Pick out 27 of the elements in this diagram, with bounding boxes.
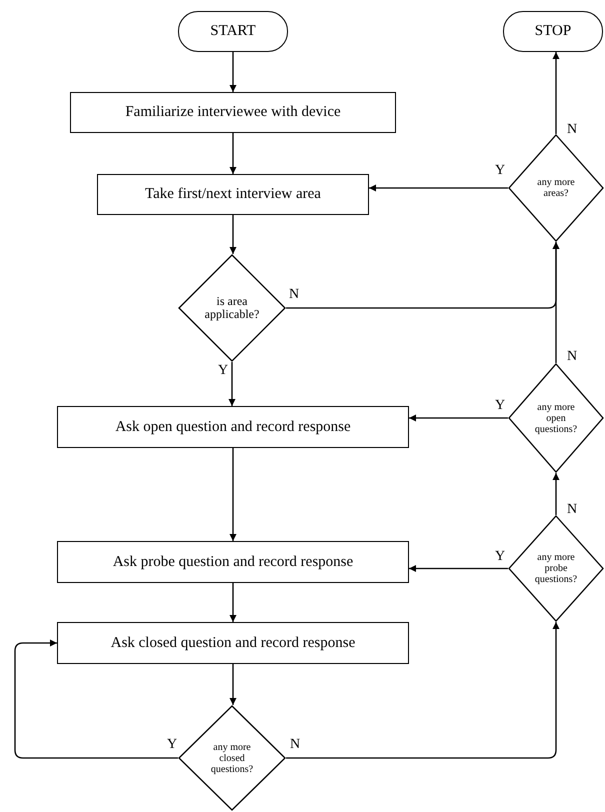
arrow: [230, 133, 236, 174]
decision-text: any more probe questions?: [534, 552, 578, 585]
arrow: [14, 640, 178, 759]
arrow: [409, 414, 508, 422]
process-box: Ask probe question and record response: [57, 541, 409, 583]
decision-text: is area applicable?: [204, 294, 260, 322]
arrow: [552, 473, 560, 515]
decision-text: any more closed questions?: [210, 742, 254, 774]
arrow: [286, 622, 560, 759]
process-box: Take first/next interview area: [97, 174, 369, 215]
arrow: [552, 242, 560, 363]
arrow: [230, 664, 236, 705]
arrow: [228, 362, 236, 406]
arrow: [230, 583, 236, 622]
arrow: [230, 52, 236, 92]
arrow: [409, 565, 508, 572]
terminal-box: START: [178, 11, 288, 52]
terminal-box: STOP: [503, 11, 603, 52]
process-box: Ask open question and record response: [57, 406, 409, 448]
arrow: [552, 52, 560, 134]
process-box: Familiarize interviewee with device: [70, 92, 396, 133]
process-box: Ask closed question and record response: [57, 622, 409, 664]
decision-text: any more open questions?: [534, 402, 578, 434]
arrow: [230, 215, 236, 254]
decision-text: any more areas?: [536, 177, 576, 199]
arrow: [369, 184, 508, 192]
arrow: [230, 448, 236, 541]
